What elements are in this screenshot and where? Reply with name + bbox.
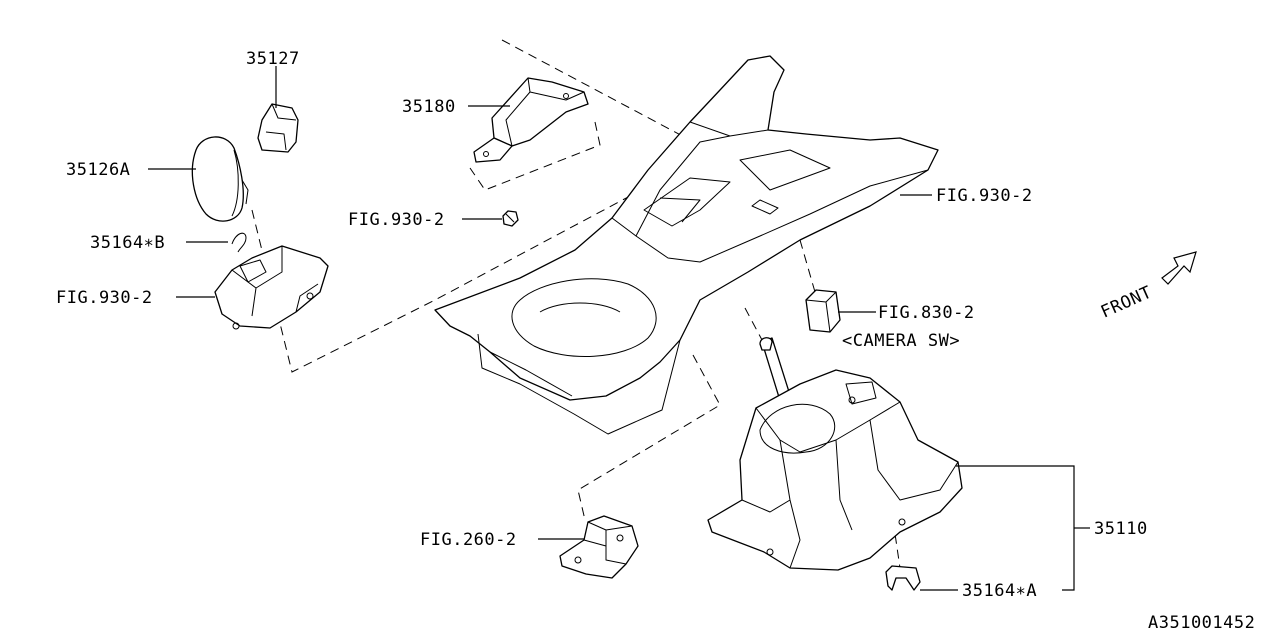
callout-fig930-screw: FIG.930-2: [348, 210, 445, 230]
callout-35110: 35110: [1094, 519, 1148, 539]
screw-fastener[interactable]: [502, 210, 519, 227]
knob-cap-35127[interactable]: [257, 103, 299, 153]
callout-35127: 35127: [246, 49, 300, 69]
front-direction-indicator: FRONT: [1098, 251, 1197, 323]
transmission-mount[interactable]: [559, 515, 639, 579]
diagram-code: A351001452: [1148, 613, 1255, 633]
center-console[interactable]: [434, 55, 939, 435]
indicator-bracket-35180[interactable]: [473, 77, 589, 163]
callout-fig830: FIG.830-2: [878, 303, 975, 323]
shift-lever-assembly-35110[interactable]: [707, 337, 963, 571]
shift-boot-panel[interactable]: [214, 245, 329, 330]
front-arrow-icon: [1161, 251, 1197, 285]
shift-knob-35126a[interactable]: [191, 136, 249, 222]
callout-35164a: 35164∗A: [962, 581, 1037, 601]
clip-35164a[interactable]: [885, 565, 921, 591]
clip-35164b[interactable]: [231, 232, 247, 253]
callout-labels: 35127 35180 35126A FIG.930-2 FIG.930-2 3…: [56, 49, 1255, 633]
callout-fig260: FIG.260-2: [420, 530, 517, 550]
callout-35126a: 35126A: [66, 160, 130, 180]
leader-lines: [148, 66, 1090, 591]
callout-35180: 35180: [402, 97, 456, 117]
front-label: FRONT: [1098, 282, 1155, 322]
camera-switch[interactable]: [805, 289, 841, 333]
callout-fig930-console: FIG.930-2: [936, 186, 1033, 206]
callout-camera-sw: <CAMERA SW>: [842, 331, 960, 351]
callout-35164b: 35164∗B: [90, 233, 165, 253]
callout-fig930-boot: FIG.930-2: [56, 288, 153, 308]
